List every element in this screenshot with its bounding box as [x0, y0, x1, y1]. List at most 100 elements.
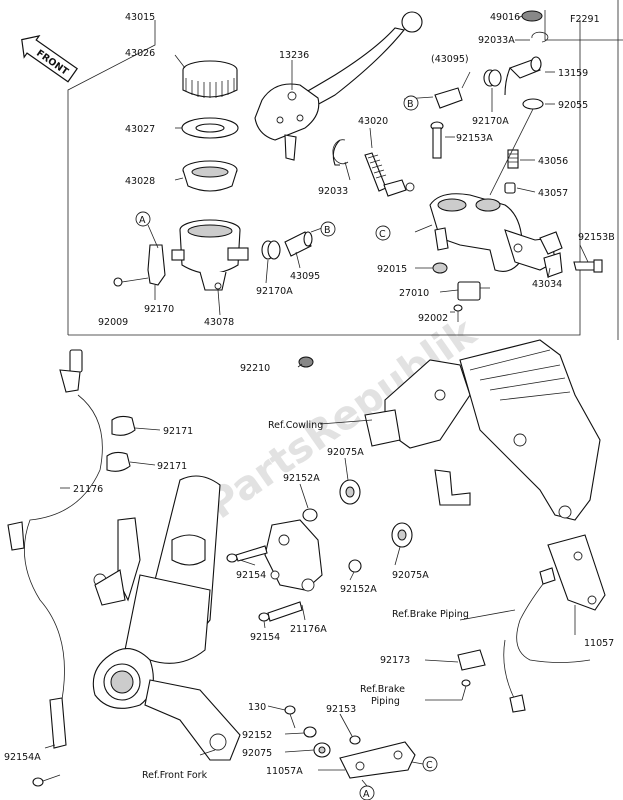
label-92171-b: 92171	[157, 461, 187, 472]
master-cylinder-body	[429, 193, 556, 272]
label-130: 130	[248, 702, 266, 713]
callout-a-bottom: A	[359, 785, 375, 800]
label-ref-brake-piping-2b: Piping	[371, 696, 400, 707]
label-92154-a: 92154	[236, 570, 266, 581]
clip-92171-b	[106, 451, 131, 472]
label-43028: 43028	[125, 176, 155, 187]
label-92152: 92152	[242, 730, 272, 741]
grommet-92075	[313, 742, 331, 758]
label-43095: 43095	[290, 271, 320, 282]
cap-43057	[504, 182, 516, 194]
label-92033A: 92033A	[478, 35, 515, 46]
bolt-92153	[349, 735, 361, 745]
label-11057A: 11057A	[266, 766, 303, 777]
label-92075A-a: 92075A	[327, 447, 364, 458]
leader-c-bottom	[411, 761, 424, 765]
cap-49016	[521, 10, 543, 22]
callout-b-mid-label: B	[324, 225, 331, 236]
diaphragm	[182, 160, 238, 192]
bracket-11057	[547, 534, 606, 611]
hose-43095-top	[434, 87, 463, 109]
label-92170A-top: 92170A	[472, 116, 509, 127]
clamp-92170A	[261, 240, 281, 260]
bleed-screw-43056	[507, 149, 519, 169]
bolt-92154A	[32, 774, 61, 787]
diagram-frame-right	[544, 10, 580, 41]
label-92170A-mid: 92170A	[256, 286, 293, 297]
sensor-21176A	[264, 519, 323, 592]
label-92033: 92033	[318, 186, 348, 197]
grommet-92075A-a	[339, 479, 361, 505]
bolt-130	[284, 705, 296, 729]
label-43027: 43027	[125, 124, 155, 135]
bolt-92154-a	[226, 545, 268, 563]
label-49016: 49016	[490, 12, 520, 23]
label-11057: 11057	[584, 638, 614, 649]
label-43020: 43020	[358, 116, 388, 127]
label-ref-brake-piping-2a: Ref.Brake	[360, 684, 405, 695]
fitting-13159	[504, 56, 542, 96]
label-92170: 92170	[144, 304, 174, 315]
oring-92055	[522, 98, 544, 110]
leader-a-bottom	[361, 779, 368, 787]
circlip-92033A	[531, 31, 549, 43]
group-frame-bottom	[68, 20, 581, 336]
hose-43095	[284, 231, 313, 257]
reservoir-body	[171, 219, 249, 291]
label-92055: 92055	[558, 100, 588, 111]
screw-92009	[113, 277, 149, 287]
bolt-92153B	[573, 259, 603, 273]
label-43078: 43078	[204, 317, 234, 328]
collar-92152A-b	[348, 559, 362, 573]
label-43026: 43026	[125, 48, 155, 59]
label-ref-front-fork: Ref.Front Fork	[142, 770, 208, 781]
label-92002: 92002	[418, 313, 448, 324]
brake-lever	[254, 11, 423, 161]
diagram-id: F2291	[570, 14, 600, 25]
label-43034: 43034	[532, 279, 562, 290]
clamp-92170A-top	[483, 69, 502, 87]
label-43095-paren: (43095)	[431, 54, 469, 65]
label-43015: 43015	[125, 12, 155, 23]
callout-c-mid: C	[375, 225, 391, 241]
bracket-92170	[147, 244, 166, 286]
label-92153B: 92153B	[578, 232, 615, 243]
label-92152A-b: 92152A	[340, 584, 377, 595]
circlip-92033	[332, 139, 349, 165]
label-21176: 21176	[73, 484, 103, 495]
callout-b-top: B	[403, 95, 419, 111]
bolt-92173	[461, 679, 471, 701]
diaphragm-plate	[181, 117, 239, 139]
front-arrow-icon: FRONT	[21, 34, 78, 83]
label-ref-cowling: Ref.Cowling	[268, 420, 323, 431]
sensor-wire-21176	[7, 349, 103, 749]
label-92154-b: 92154	[250, 632, 280, 643]
label-13236: 13236	[279, 50, 309, 61]
label-92009: 92009	[98, 317, 128, 328]
label-92210: 92210	[240, 363, 270, 374]
label-92152A-a: 92152A	[283, 473, 320, 484]
label-ref-brake-piping-1: Ref.Brake Piping	[392, 609, 469, 620]
reservoir-cap	[182, 60, 238, 98]
grommet-92075A-b	[391, 522, 413, 548]
label-21176A: 21176A	[290, 624, 327, 635]
callout-a-top-label: A	[139, 215, 146, 226]
callout-a-top: A	[135, 211, 151, 227]
callout-b-top-label: B	[407, 99, 414, 110]
nut-92015	[432, 262, 448, 274]
part-labels: 43015 43026 43027 43028 13236 (43095) 49…	[4, 12, 615, 781]
bracket-11057A	[339, 741, 416, 779]
label-43057: 43057	[538, 188, 568, 199]
front-fork	[92, 475, 241, 761]
label-92075A-b: 92075A	[392, 570, 429, 581]
callout-c-bottom: C	[422, 756, 438, 772]
bolt-92154-b	[258, 601, 303, 622]
group-frame	[67, 20, 156, 335]
label-92153A: 92153A	[456, 133, 493, 144]
label-92154A: 92154A	[4, 752, 41, 763]
label-92173: 92173	[380, 655, 410, 666]
nut-92210	[298, 356, 314, 368]
label-92153: 92153	[326, 704, 356, 715]
callout-a-bottom-label: A	[363, 789, 370, 800]
